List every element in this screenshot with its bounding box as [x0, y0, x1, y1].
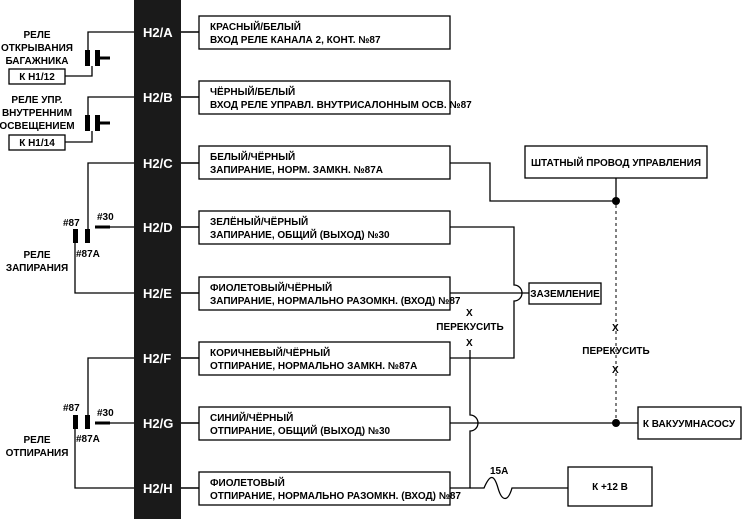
pin-g-function: ОТПИРАНИЕ, ОБЩИЙ (ВЫХОД) №30: [210, 424, 391, 437]
pin-a-id: H2/A: [143, 25, 173, 40]
pin-g-color: СИНИЙ/ЧЁРНЫЙ: [210, 411, 293, 424]
pin-c-wire: [450, 162, 616, 202]
plus12-label: К +12 В: [592, 482, 628, 493]
factory-wire-box: [524, 145, 708, 179]
unlock-relay-87a-wire: [87, 357, 134, 415]
unlock-relay-30: #30: [97, 408, 114, 419]
pin-e-cut-x-2: X: [466, 338, 473, 349]
pin-c-function: ЗАПИРАНИЕ, НОРМ. ЗАМКН. №87А: [210, 165, 383, 176]
pin-e-cut-label: ПЕРЕКУСИТЬ: [436, 322, 503, 333]
unlock-relay-label-2: ОТПИРАНИЯ: [6, 448, 69, 459]
unlock-relay-87a: #87А: [76, 434, 100, 445]
pin-f-id: H2/F: [143, 351, 171, 366]
light-ref-wire: [65, 131, 93, 143]
pin-h-wire: [450, 350, 479, 489]
trunk-relay-label-1: РЕЛЕ: [23, 30, 50, 41]
light-relay-contact-icon: [85, 115, 110, 131]
light-relay-label-3: ОСВЕЩЕНИЕМ: [0, 121, 75, 132]
pin-c-id: H2/C: [143, 156, 173, 171]
pin-c-color: БЕЛЫЙ/ЧЁРНЫЙ: [210, 150, 295, 163]
unlock-relay-label-1: РЕЛЕ: [23, 435, 50, 446]
pin-h-color: ФИОЛЕТОВЫЙ: [210, 476, 285, 489]
trunk-ref-wire: [65, 66, 93, 77]
pin-e-color: ФИОЛЕТОВЫЙ/ЧЁРНЫЙ: [210, 281, 332, 294]
factory-wire-label: ШТАТНЫЙ ПРОВОД УПРАВЛЕНИЯ: [531, 156, 701, 169]
pin-g-id: H2/G: [143, 416, 173, 431]
pin-g-box: [198, 406, 451, 441]
trunk-relay-wire: [87, 31, 134, 50]
unlock-relay-87: #87: [63, 403, 80, 414]
vacuum-junction-dot: [612, 419, 620, 427]
light-relay-label-1: РЕЛЕ УПР.: [11, 95, 62, 106]
factory-cut-x-top: X: [612, 323, 619, 334]
pin-d-function: ЗАПИРАНИЕ, ОБЩИЙ (ВЫХОД) №30: [210, 228, 390, 241]
pin-f-box: [198, 341, 451, 376]
pin-a-function: ВХОД РЕЛЕ КАНАЛА 2, КОНТ. №87: [210, 35, 381, 46]
lock-relay-label-2: ЗАПИРАНИЯ: [6, 263, 68, 274]
plus12-box: [567, 466, 653, 507]
lock-relay-87: #87: [63, 218, 80, 229]
lock-relay-label-1: РЕЛЕ: [23, 250, 50, 261]
pin-b-color: ЧЁРНЫЙ/БЕЛЫЙ: [210, 85, 295, 98]
factory-cut-x-bottom: X: [612, 365, 619, 376]
pin-b-function: ВХОД РЕЛЕ УПРАВЛ. ВНУТРИСАЛОННЫМ ОСВ. №8…: [210, 100, 472, 111]
lock-relay-87-wire: [74, 243, 134, 294]
pin-f-color: КОРИЧНЕВЫЙ/ЧЁРНЫЙ: [210, 346, 330, 359]
pin-e-function: ЗАПИРАНИЕ, НОРМАЛЬНО РАЗОМКН. (ВХОД) №87: [210, 296, 461, 307]
factory-cut-label: ПЕРЕКУСИТЬ: [582, 346, 649, 357]
lock-relay-87a: #87А: [76, 249, 100, 260]
light-relay-wire: [87, 96, 134, 115]
lock-relay-87a-wire: [87, 162, 134, 229]
pin-h-function: ОТПИРАНИЕ, НОРМАЛЬНО РАЗОМКН. (ВХОД) №87: [210, 491, 461, 502]
unlock-relay-contact-icon: [73, 415, 110, 429]
pin-h-id: H2/H: [143, 481, 173, 496]
connector-bar: [134, 0, 181, 519]
pin-d-id: H2/D: [143, 220, 173, 235]
lock-relay-30: #30: [97, 212, 114, 223]
pin-a-box: [198, 15, 451, 50]
pin-f-function: ОТПИРАНИЕ, НОРМАЛЬНО ЗАМКН. №87А: [210, 361, 417, 372]
trunk-ref-label: К Н1/12: [19, 72, 55, 83]
light-ref-label: К Н1/14: [19, 138, 55, 149]
vacuum-label: К ВАКУУМНАСОСУ: [643, 419, 736, 430]
pin-d-color: ЗЕЛЁНЫЙ/ЧЁРНЫЙ: [210, 215, 308, 228]
pin-e-id: H2/E: [143, 286, 172, 301]
vacuum-box: [637, 406, 742, 440]
pin-b-box: [198, 80, 451, 115]
ground-label: ЗАЗЕМЛЕНИЕ: [530, 289, 600, 300]
trunk-relay-label-2: ОТКРЫВАНИЯ: [1, 43, 73, 54]
pin-a-color: КРАСНЫЙ/БЕЛЫЙ: [210, 20, 301, 33]
pin-h-box: [198, 471, 451, 506]
trunk-relay-label-3: БАГАЖНИКА: [5, 56, 68, 67]
unlock-relay-87-wire: [74, 429, 134, 489]
pin-e-cut-x: X: [466, 308, 473, 319]
lock-relay-contact-icon: [73, 225, 110, 243]
light-relay-label-2: ВНУТРЕННИМ: [2, 108, 72, 119]
pin-b-id: H2/B: [143, 90, 173, 105]
trunk-relay-contact-icon: [85, 50, 110, 66]
fuse-label: 15А: [490, 466, 508, 477]
fuse-symbol-wire: [470, 476, 568, 500]
